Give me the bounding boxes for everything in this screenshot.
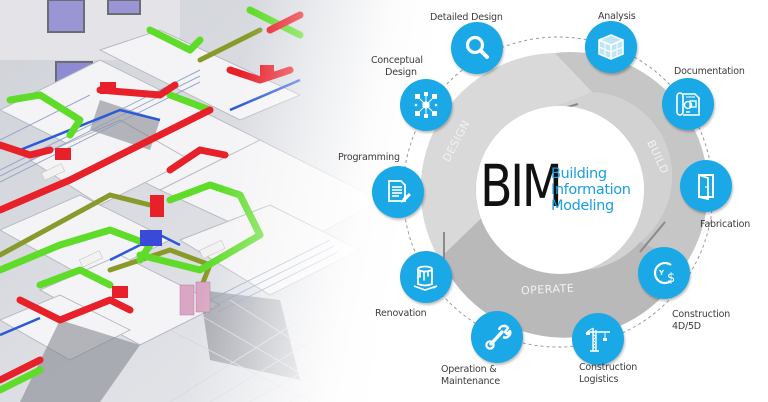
svg-text:$: $ xyxy=(667,271,675,286)
door-icon xyxy=(698,173,714,201)
stage-label-renovation: Renovation xyxy=(375,308,427,319)
stage-node-construction-logistics[interactable] xyxy=(572,313,624,365)
phase-label-operate: OPERATE xyxy=(520,281,575,298)
stage-label-documentation: Documentation xyxy=(674,66,745,77)
stage-label-construction-4d5d: Construction 4D/5D xyxy=(672,309,731,332)
bim-expansion-line-3: Modeling xyxy=(551,198,614,214)
tower-crane-icon xyxy=(586,327,610,352)
stage-node-operation-maintenance[interactable] xyxy=(471,311,523,363)
bim-expansion-line-1: Building xyxy=(551,166,607,182)
blueprint-document-icon xyxy=(676,92,700,116)
stage-label-programming: Programming xyxy=(338,152,400,163)
wrench-icon xyxy=(485,324,512,350)
stage-node-documentation[interactable] xyxy=(662,78,714,130)
bim-acronym: BIM xyxy=(480,152,563,220)
stage-node-conceptual-design[interactable] xyxy=(400,79,452,131)
time-cost-icon: Y $ xyxy=(653,261,675,286)
stage-label-construction-logistics: Construction Logistics xyxy=(579,362,638,385)
document-pen-icon xyxy=(388,180,411,203)
stage-node-programming[interactable] xyxy=(372,166,424,218)
stage-label-fabrication: Fabrication xyxy=(700,219,751,230)
svg-text:Y: Y xyxy=(658,269,665,277)
stage-label-analysis: Analysis xyxy=(598,11,636,22)
stage-node-construction-4d5d[interactable]: Y $ xyxy=(638,247,690,299)
network-hub-icon xyxy=(414,92,438,118)
stage-label-operation-maintenance: Operation & Maintenance xyxy=(441,364,500,387)
stage-node-fabrication[interactable] xyxy=(680,160,732,212)
magnifier-icon xyxy=(465,35,489,59)
stage-node-detailed-design[interactable] xyxy=(451,22,503,74)
paint-bucket-icon xyxy=(413,265,438,291)
stage-node-analysis[interactable] xyxy=(585,21,637,73)
bim-expansion-line-2: Information xyxy=(551,182,631,198)
stage-label-conceptual-design: Conceptual Design xyxy=(371,55,423,78)
stage-label-detailed-design: Detailed Design xyxy=(430,12,503,23)
bim-expansion: Building Information Modeling xyxy=(551,166,631,214)
cube-icon xyxy=(598,34,624,60)
stage-node-renovation[interactable] xyxy=(400,251,452,303)
